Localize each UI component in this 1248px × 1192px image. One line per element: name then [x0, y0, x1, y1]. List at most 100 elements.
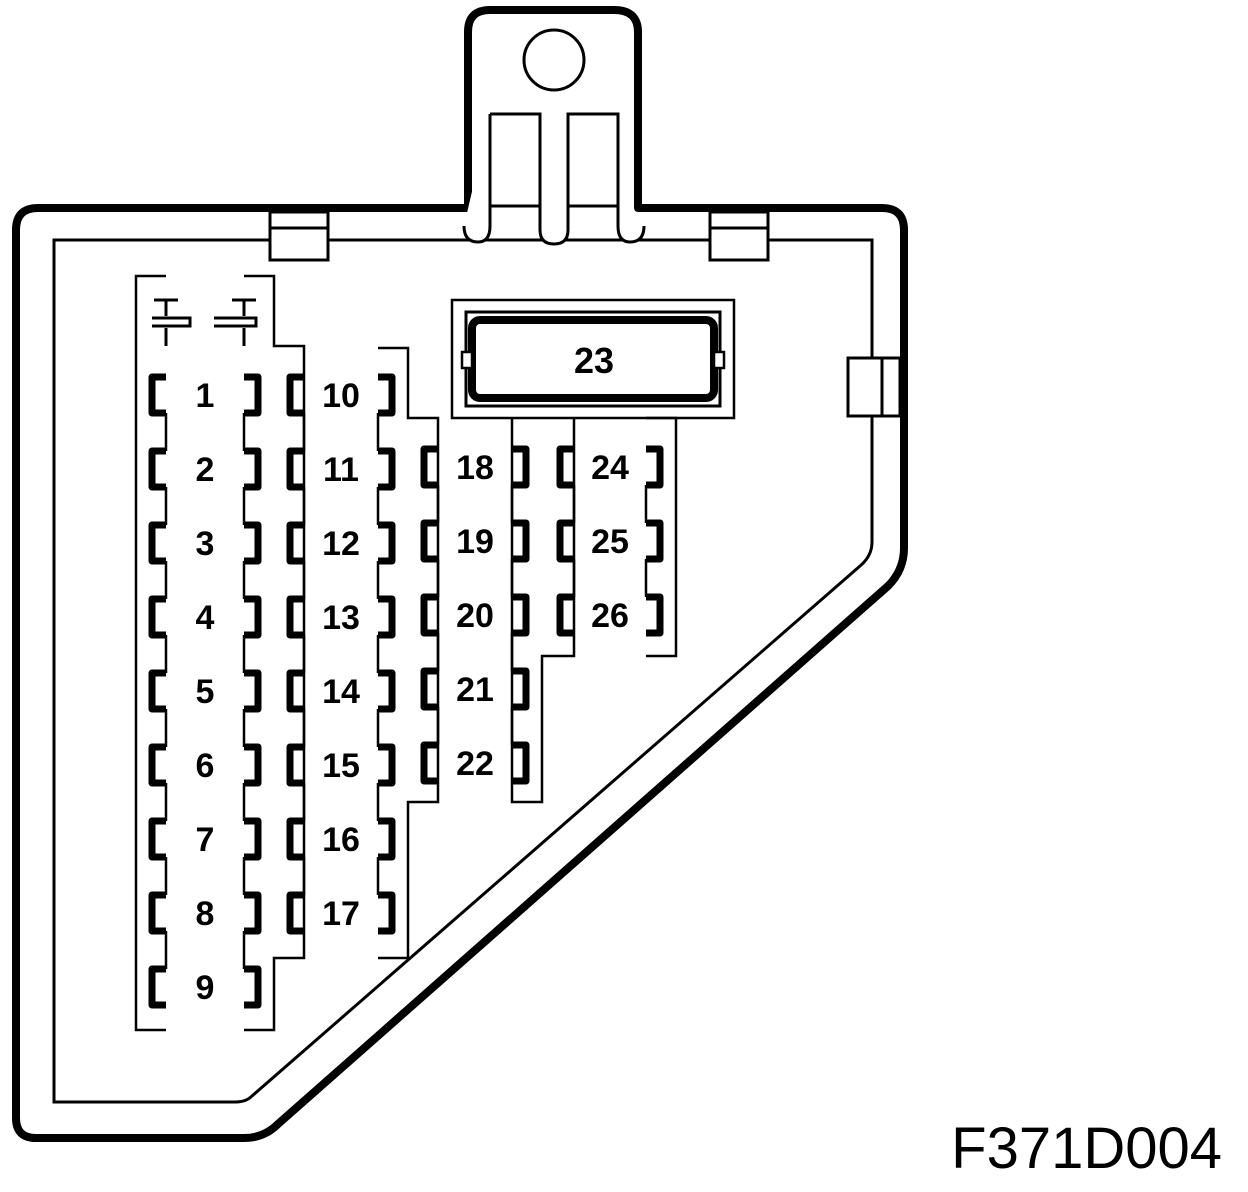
fuse-25: 25	[556, 519, 664, 597]
fuse-17-left-terminal	[286, 891, 304, 935]
fuse-18-right-terminal	[512, 445, 530, 489]
fuse-6-right-terminal	[244, 743, 262, 787]
fuse-4-label: 4	[196, 599, 215, 637]
fuse-22: 22	[420, 741, 530, 785]
fuse-15-right-terminal	[378, 743, 396, 787]
fuse-rails	[134, 274, 736, 1032]
fuse-21: 21	[420, 667, 530, 745]
fuse-5: 5	[148, 669, 262, 747]
fuse-24: 24	[556, 445, 664, 523]
fuse-26-right-terminal	[646, 593, 664, 637]
fuse-16-left-terminal	[286, 817, 304, 861]
fuse-7-label: 7	[196, 821, 215, 859]
fuse-16-right-terminal	[378, 817, 396, 861]
fuse-24-right-terminal	[646, 445, 664, 489]
fuse-3-right-terminal	[244, 521, 262, 565]
fuse-11-label: 11	[323, 451, 359, 489]
fuse-22-right-terminal	[512, 741, 530, 785]
fuse-6-left-terminal	[148, 743, 166, 787]
fuse-4-right-terminal	[244, 595, 262, 639]
rail-column-2-right	[378, 346, 440, 960]
fuse-6-label: 6	[196, 747, 215, 785]
fuse-8-left-terminal	[148, 891, 166, 935]
fuse-20: 20	[420, 593, 530, 671]
fuse-24-left-terminal	[556, 445, 574, 489]
fuse-1-right-terminal	[244, 373, 262, 417]
fuse-26-left-terminal	[556, 593, 574, 637]
fuse-9-label: 9	[196, 969, 215, 1007]
fuse-17-right-terminal	[378, 891, 396, 935]
tab-slot-left	[490, 112, 646, 246]
fuse-box-outer-housing	[12, 6, 908, 1142]
rail-column-1-right	[244, 274, 306, 1032]
fuse-5-label: 5	[196, 673, 215, 711]
top-connectors	[152, 298, 258, 346]
clip-right	[846, 356, 902, 418]
fuse-16: 16	[286, 817, 396, 895]
fuse-21-right-terminal	[512, 667, 530, 711]
fuse-18-label: 18	[456, 449, 494, 487]
fuse-15: 15	[286, 743, 396, 821]
fuse-9-left-terminal	[148, 965, 166, 1009]
fuse-5-right-terminal	[244, 669, 262, 713]
fuse-14: 14	[286, 669, 396, 747]
fuse-25-left-terminal	[556, 519, 574, 563]
fuse-12-label: 12	[322, 525, 360, 563]
housing-clips	[268, 210, 902, 418]
fuse-3-label: 3	[196, 525, 215, 563]
fuse-20-left-terminal	[420, 593, 438, 637]
fuse-19-right-terminal	[512, 519, 530, 563]
fuse-18: 18	[420, 445, 530, 523]
fuse-slots: 1234567891011121314151617181920212224252…	[148, 373, 664, 1009]
fuse-11-right-terminal	[378, 447, 396, 491]
fuse-4-left-terminal	[148, 595, 166, 639]
fuse-8-label: 8	[196, 895, 215, 933]
fuse-22-left-terminal	[420, 741, 438, 785]
fuse-12-right-terminal	[378, 521, 396, 565]
fuse-8-right-terminal	[244, 891, 262, 935]
fuse-box-inner-outline	[52, 238, 874, 1104]
fuse-1: 1	[148, 373, 262, 451]
figure-code: F371D004	[951, 1116, 1222, 1181]
mounting-tab	[462, 28, 646, 246]
fuse-10: 10	[286, 373, 396, 451]
fuse-5-left-terminal	[148, 669, 166, 713]
fuse-1-label: 1	[196, 377, 215, 415]
relay-socket	[450, 298, 736, 420]
fuse-10-right-terminal	[378, 373, 396, 417]
fuse-22-label: 22	[456, 745, 494, 783]
fuse-1-left-terminal	[148, 373, 166, 417]
fuse-9-right-terminal	[244, 965, 262, 1009]
fuse-12-left-terminal	[286, 521, 304, 565]
fuse-9: 9	[148, 965, 262, 1009]
fuse-7: 7	[148, 817, 262, 895]
fuse-14-left-terminal	[286, 669, 304, 713]
relay-label: 23	[574, 340, 614, 381]
fuse-21-label: 21	[456, 671, 494, 709]
fuse-16-label: 16	[322, 821, 360, 859]
relay-tab-left	[460, 350, 474, 370]
fuse-8: 8	[148, 891, 262, 969]
fuse-10-left-terminal	[286, 373, 304, 417]
fuse-15-label: 15	[322, 747, 360, 785]
fuse-26: 26	[556, 593, 664, 637]
fuse-3: 3	[148, 521, 262, 599]
fuse-18-left-terminal	[420, 445, 438, 489]
fuse-17: 17	[286, 891, 396, 935]
fuse-13-right-terminal	[378, 595, 396, 639]
fuse-2: 2	[148, 447, 262, 525]
fuse-19-label: 19	[456, 523, 494, 561]
fuse-6: 6	[148, 743, 262, 821]
fuse-2-left-terminal	[148, 447, 166, 491]
fuse-2-label: 2	[196, 451, 215, 489]
relay-tab-right	[712, 350, 726, 370]
relay-23: 23	[460, 310, 726, 408]
fuse-24-label: 24	[591, 449, 629, 487]
top-connector-right	[214, 298, 258, 346]
fuse-19: 19	[420, 519, 530, 597]
fuse-3-left-terminal	[148, 521, 166, 565]
fuse-7-right-terminal	[244, 817, 262, 861]
fuse-15-left-terminal	[286, 743, 304, 787]
fuse-25-label: 25	[591, 523, 629, 561]
fuse-2-right-terminal	[244, 447, 262, 491]
